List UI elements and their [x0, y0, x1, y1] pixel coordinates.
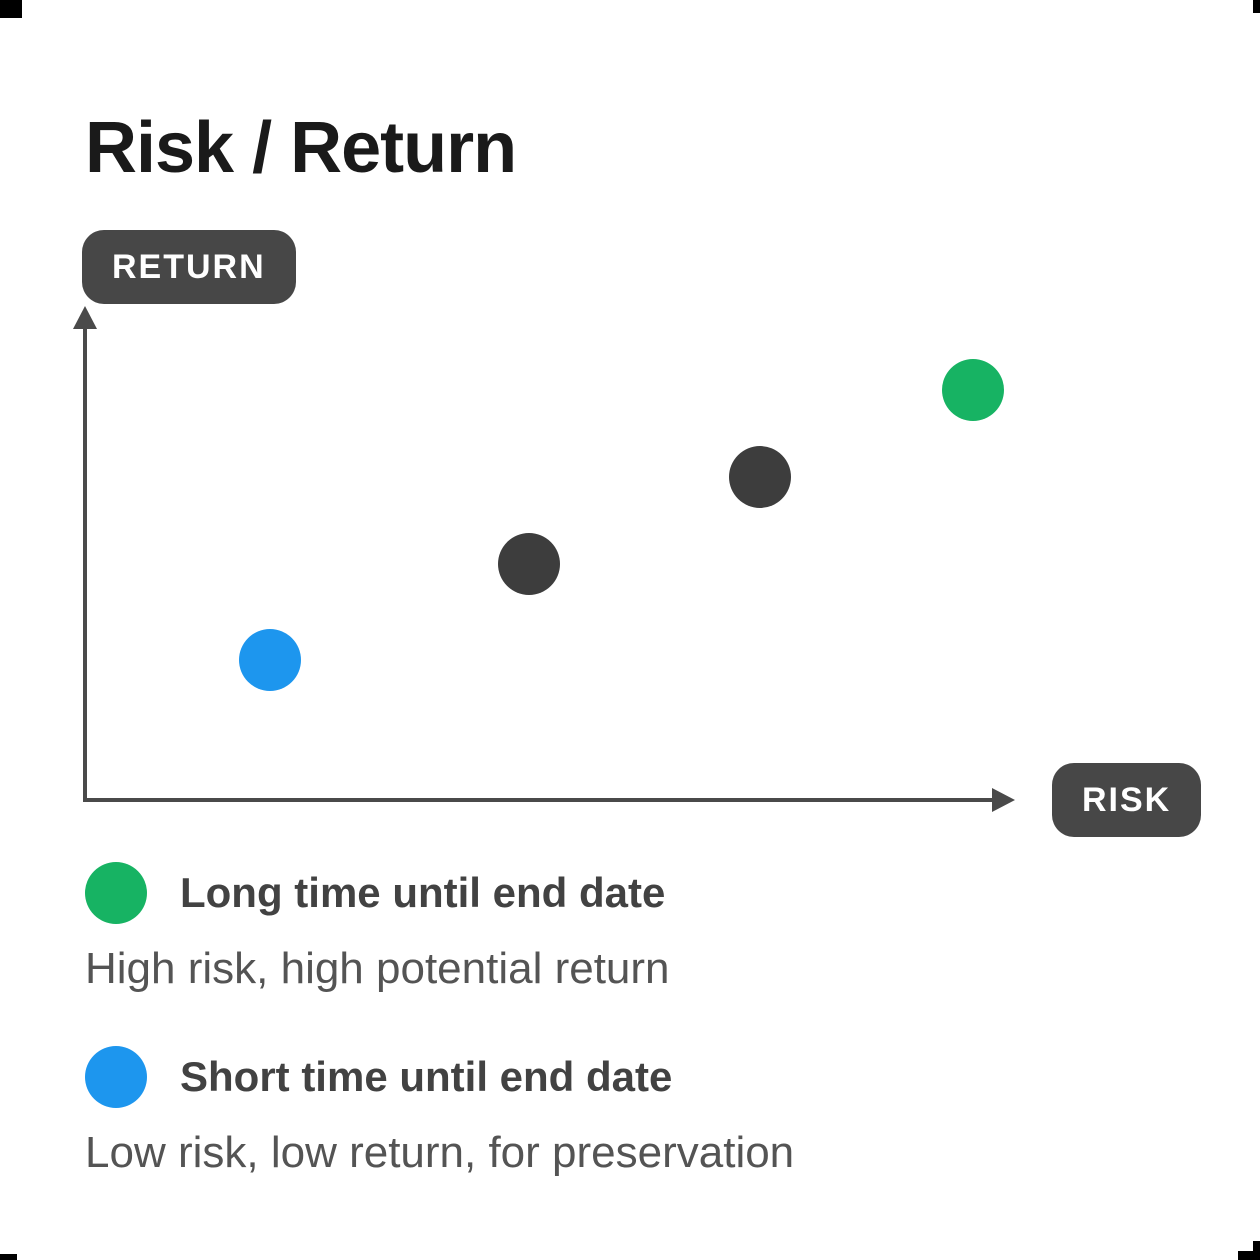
legend-item-short-time: Short time until end date [85, 1046, 672, 1108]
legend-item-long-time: Long time until end date [85, 862, 665, 924]
legend-description: Low risk, low return, for preservation [85, 1128, 795, 1177]
data-point [729, 446, 792, 509]
y-axis-line [83, 320, 87, 802]
x-axis-arrow-icon [992, 788, 1015, 812]
data-point [239, 629, 301, 692]
corner-mark-bottom-left [0, 1254, 17, 1260]
corner-mark-bottom-right [1253, 1241, 1260, 1260]
corner-mark-top-left [0, 0, 22, 18]
page-title: Risk / Return [85, 108, 517, 188]
legend-label: Long time until end date [180, 869, 666, 916]
corner-mark-top-right [1253, 0, 1260, 13]
y-axis-arrow-icon [73, 306, 97, 329]
data-point [498, 532, 560, 595]
x-axis-line [85, 798, 993, 802]
legend-description: High risk, high potential return [85, 944, 670, 993]
y-axis-label-badge: RETURN [82, 230, 296, 304]
x-axis-label-badge: RISK [1052, 763, 1202, 837]
legend-label: Short time until end date [180, 1053, 673, 1100]
data-point [942, 359, 1004, 422]
corner-mark-bottom-right [1238, 1251, 1260, 1260]
legend-swatch-blue [85, 1046, 147, 1108]
legend-swatch-green [85, 862, 147, 924]
